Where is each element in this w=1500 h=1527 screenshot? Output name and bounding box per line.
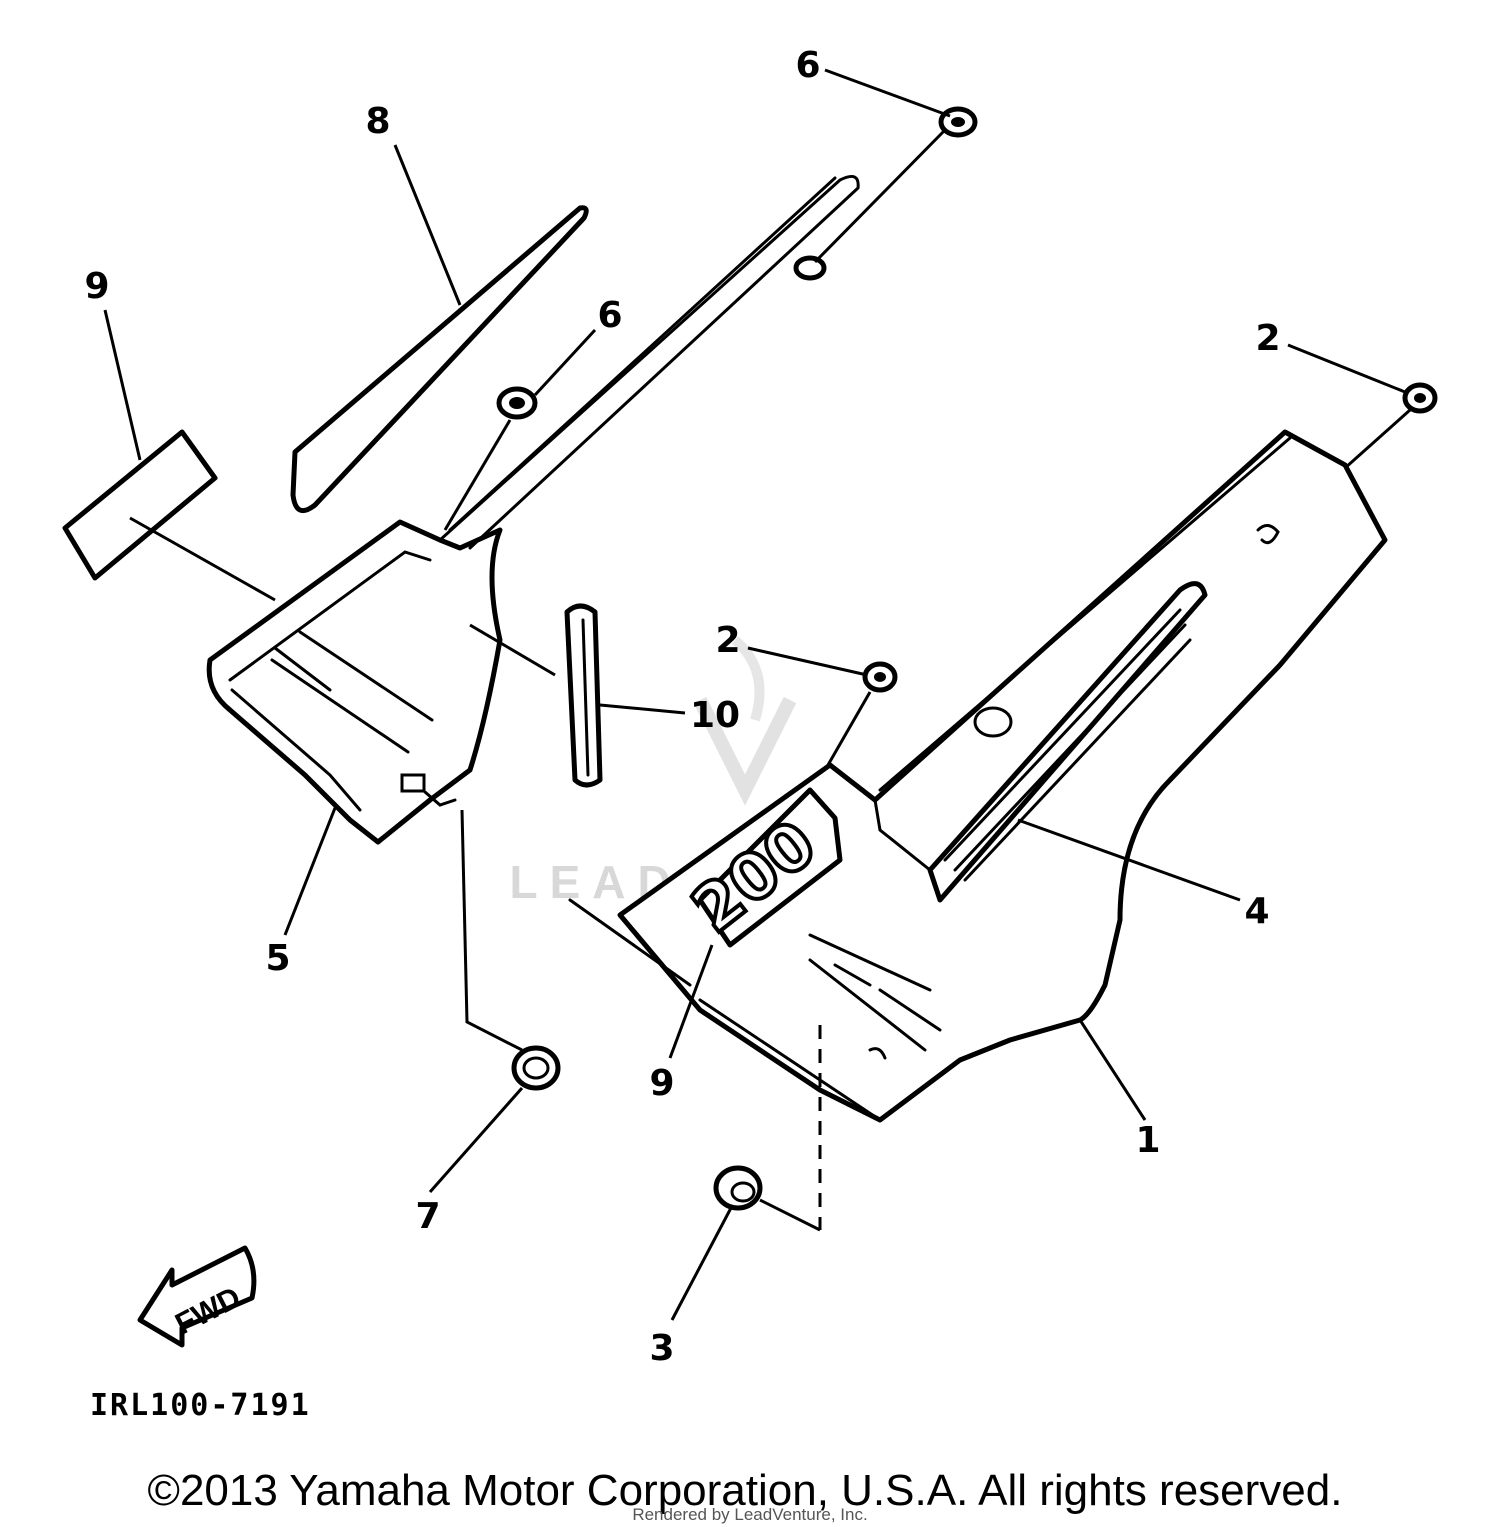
part-2-grommet-mid-icon[interactable] [862, 661, 898, 693]
callout-8: 8 [365, 101, 390, 142]
callout-2-mid: 2 [715, 620, 740, 661]
callout-6-mid: 6 [597, 295, 622, 336]
part-9-label-left[interactable] [62, 429, 218, 581]
part-10-strip[interactable] [564, 603, 603, 788]
callout-3: 3 [649, 1328, 674, 1369]
callout-6-top: 6 [795, 45, 820, 86]
part-2-grommet-right-icon[interactable] [1402, 382, 1438, 414]
callout-10: 10 [690, 695, 740, 736]
callout-5: 5 [265, 938, 290, 979]
credit-text: Rendered by LeadVenture, Inc. [632, 1505, 867, 1524]
callout-9-right: 9 [649, 1063, 674, 1104]
part-6-grommet-mid-icon[interactable] [496, 386, 538, 420]
callout-7: 7 [415, 1196, 440, 1237]
part-6-grommet-top-icon[interactable] [938, 106, 978, 138]
part-8-strip[interactable] [290, 205, 589, 514]
callout-9-left: 9 [84, 266, 109, 307]
part-5-left-cover[interactable] [206, 174, 860, 845]
part-1-right-cover[interactable] [568, 429, 1388, 1123]
part-7-grommet-icon[interactable] [511, 1045, 561, 1091]
drawing-code: IRL100-7191 [90, 1388, 311, 1423]
copyright-text: ©2013 Yamaha Motor Corporation, U.S.A. A… [148, 1466, 1343, 1515]
callout-1: 1 [1135, 1120, 1160, 1161]
part-tab-top-icon [793, 255, 827, 281]
callout-4: 4 [1244, 891, 1269, 932]
leader-lines [103, 68, 1411, 1321]
fwd-arrow-icon: FWD [137, 1245, 257, 1348]
callout-2-right: 2 [1255, 318, 1280, 359]
part-3-grommet-icon[interactable] [713, 1165, 763, 1211]
